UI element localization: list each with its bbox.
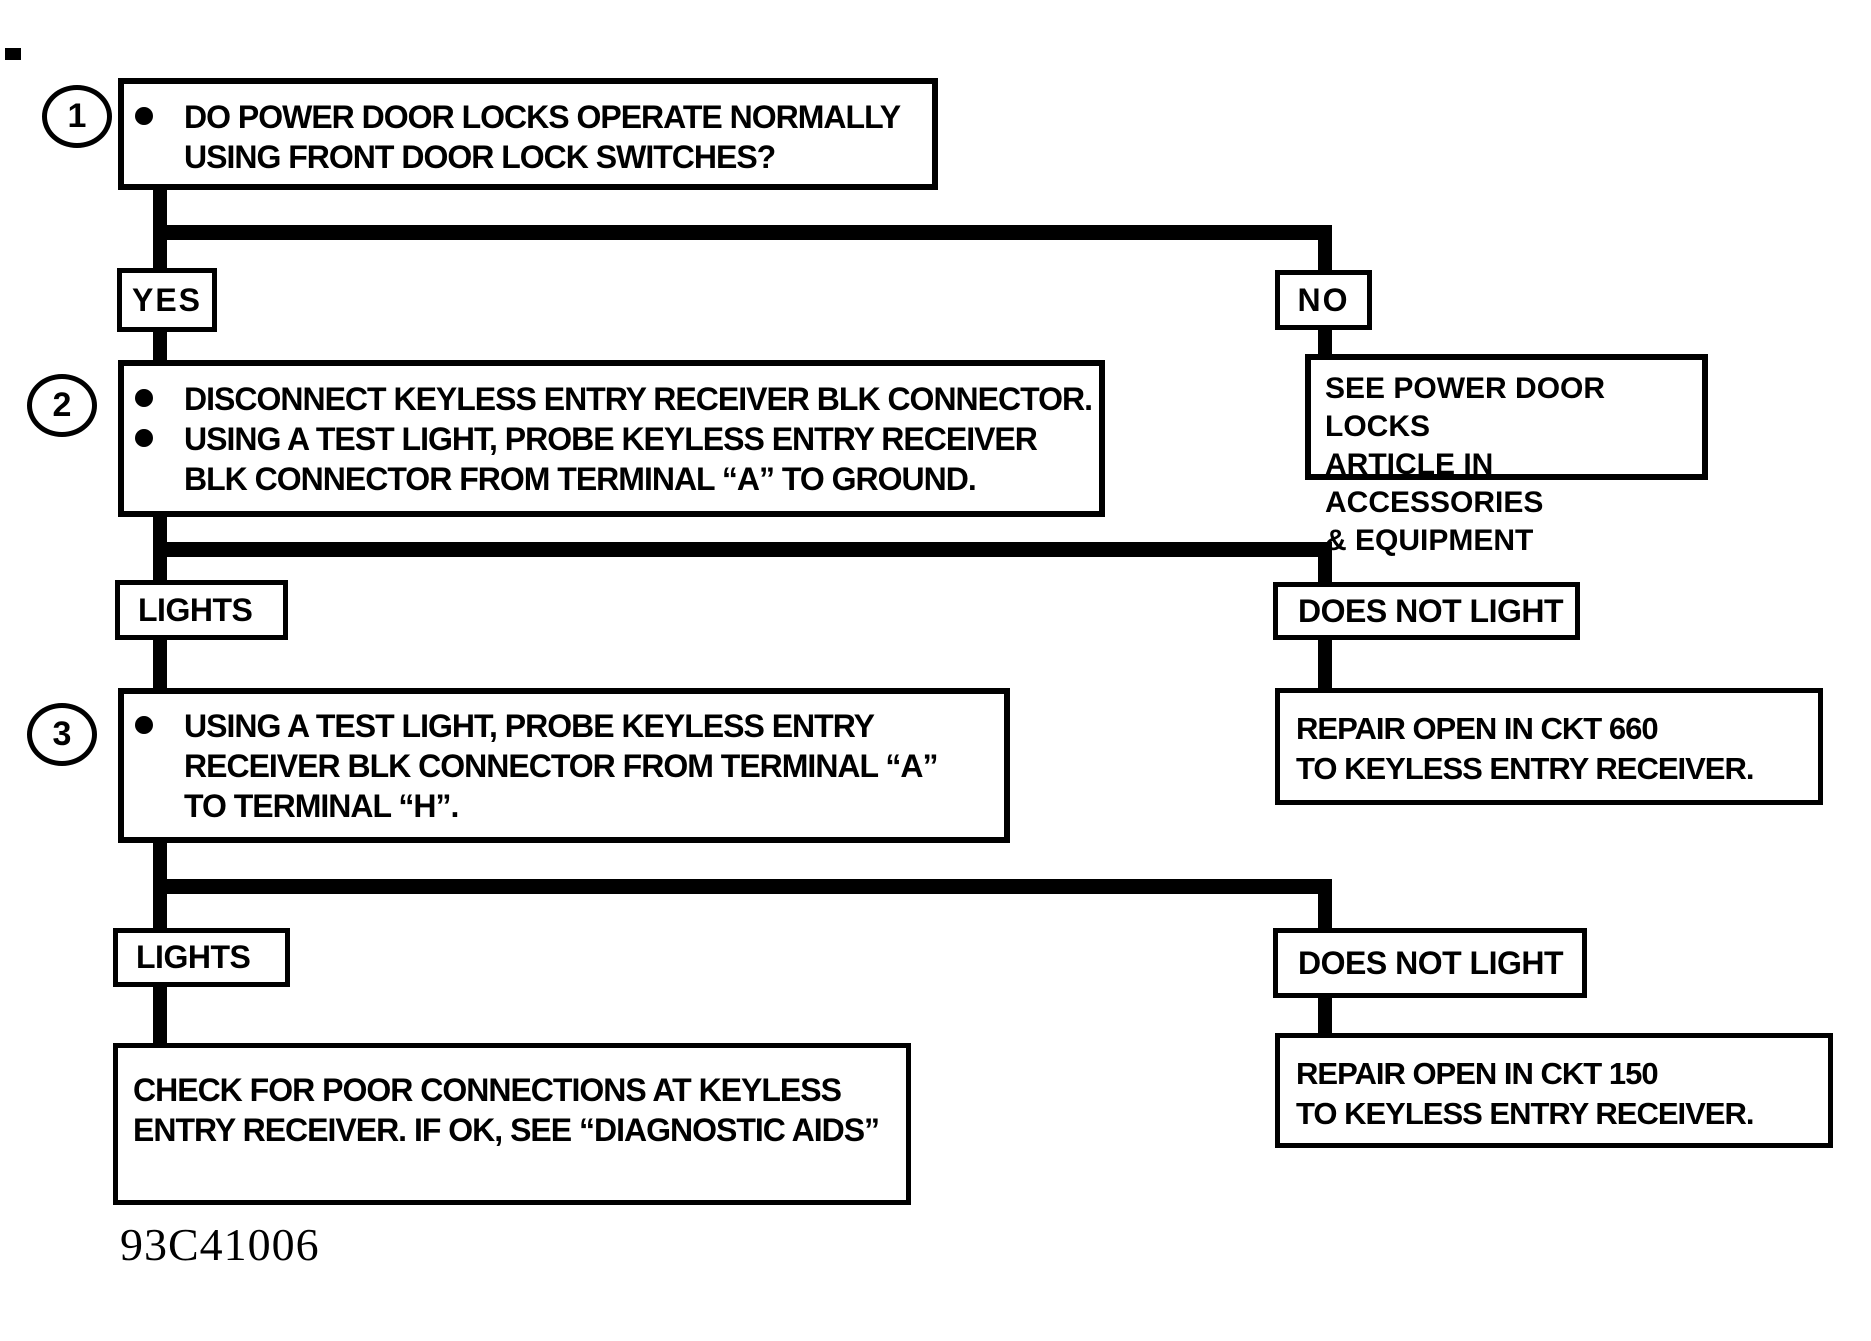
step-3-item: USING A TEST LIGHT, PROBE KEYLESS ENTRY … [135, 706, 996, 826]
bullet-icon [135, 389, 153, 407]
step-2-item-2-line-1: USING A TEST LIGHT, PROBE KEYLESS ENTRY … [184, 421, 1038, 457]
step-3-number-circle: 3 [27, 703, 97, 766]
repair-150-line-1: REPAIR OPEN IN CKT 150 [1296, 1056, 1659, 1091]
step-3-number: 3 [52, 715, 72, 753]
connector-branch1-horizontal [153, 225, 1332, 240]
connector-lights1-to-step3 [153, 638, 167, 688]
see-article-line-3: & EQUIPMENT [1325, 524, 1534, 557]
connector-lights2-to-check [153, 985, 167, 1043]
step-2-item-2: USING A TEST LIGHT, PROBE KEYLESS ENTRY … [135, 419, 1091, 499]
step-1-number: 1 [67, 97, 87, 135]
step-3-line-1: USING A TEST LIGHT, PROBE KEYLESS ENTRY [184, 708, 875, 744]
step-1-item: DO POWER DOOR LOCKS OPERATE NORMALLY USI… [135, 97, 924, 177]
step-2-item-2-line-2: BLK CONNECTOR FROM TERMINAL “A” TO GROUN… [184, 461, 977, 497]
yes-label: YES [131, 281, 203, 318]
scan-artifact [5, 48, 21, 60]
see-article-line-2: ARTICLE IN ACCESSORIES [1325, 448, 1544, 519]
answer-tag-lights-1: LIGHTS [115, 580, 288, 640]
answer-tag-lights-2: LIGHTS [113, 928, 290, 987]
does-not-light-1-label: DOES NOT LIGHT [1298, 592, 1564, 629]
step-2-number: 2 [52, 386, 72, 424]
step-1-box: DO POWER DOOR LOCKS OPERATE NORMALLY USI… [118, 78, 938, 190]
no-label: NO [1297, 281, 1350, 318]
connector-does-not-light1-to-repair660 [1318, 638, 1332, 688]
repair-660-line-1: REPAIR OPEN IN CKT 660 [1296, 711, 1659, 746]
connector-branch1-to-no [1318, 238, 1332, 270]
answer-tag-does-not-light-2: DOES NOT LIGHT [1273, 928, 1587, 998]
repair-660-line-2: TO KEYLESS ENTRY RECEIVER. [1296, 751, 1754, 786]
step-2-item-1: DISCONNECT KEYLESS ENTRY RECEIVER BLK CO… [135, 379, 1093, 419]
step-1-line-1: DO POWER DOOR LOCKS OPERATE NORMALLY [184, 99, 901, 135]
connector-no-to-see-article [1318, 328, 1332, 354]
check-connections-line-1: CHECK FOR POOR CONNECTIONS AT KEYLESS [133, 1072, 842, 1108]
lights-2-label: LIGHTS [136, 939, 251, 975]
answer-tag-does-not-light-1: DOES NOT LIGHT [1273, 582, 1580, 640]
answer-tag-no: NO [1275, 270, 1372, 330]
step-2-number-circle: 2 [27, 374, 97, 437]
result-repair-150-box: REPAIR OPEN IN CKT 150 TO KEYLESS ENTRY … [1275, 1033, 1833, 1148]
result-repair-660-box: REPAIR OPEN IN CKT 660 TO KEYLESS ENTRY … [1275, 688, 1823, 805]
step-3-line-3: TO TERMINAL “H”. [184, 788, 459, 824]
connector-does-not-light2-to-repair150 [1318, 996, 1332, 1033]
step-1-line-2: USING FRONT DOOR LOCK SWITCHES? [184, 139, 776, 175]
bullet-icon [135, 107, 153, 125]
bullet-icon [135, 716, 153, 734]
lights-1-label: LIGHTS [138, 591, 253, 628]
step-3-line-2: RECEIVER BLK CONNECTOR FROM TERMINAL “A” [184, 748, 938, 784]
figure-code: 93C41006 [120, 1219, 320, 1270]
repair-150-line-2: TO KEYLESS ENTRY RECEIVER. [1296, 1096, 1754, 1131]
connector-branch3-horizontal [153, 879, 1332, 894]
step-3-box: USING A TEST LIGHT, PROBE KEYLESS ENTRY … [118, 688, 1010, 843]
result-check-connections-box: CHECK FOR POOR CONNECTIONS AT KEYLESS EN… [113, 1043, 911, 1205]
step-2-item-1-line-1: DISCONNECT KEYLESS ENTRY RECEIVER BLK CO… [184, 381, 1093, 417]
step-1-number-circle: 1 [42, 85, 112, 148]
connector-branch3-to-does-not-light2 [1318, 892, 1332, 928]
does-not-light-2-label: DOES NOT LIGHT [1298, 944, 1564, 981]
connector-yes-to-step2 [153, 330, 167, 360]
see-article-line-1: SEE POWER DOOR LOCKS [1325, 372, 1606, 443]
connector-branch2-horizontal [153, 542, 1332, 557]
step-2-box: DISCONNECT KEYLESS ENTRY RECEIVER BLK CO… [118, 360, 1105, 517]
answer-tag-yes: YES [117, 268, 217, 332]
check-connections-line-2: ENTRY RECEIVER. IF OK, SEE “DIAGNOSTIC A… [133, 1112, 880, 1148]
result-see-article-box: SEE POWER DOOR LOCKS ARTICLE IN ACCESSOR… [1305, 354, 1708, 557]
connector-branch2-to-does-not-light1 [1318, 555, 1332, 582]
bullet-icon [135, 429, 153, 447]
